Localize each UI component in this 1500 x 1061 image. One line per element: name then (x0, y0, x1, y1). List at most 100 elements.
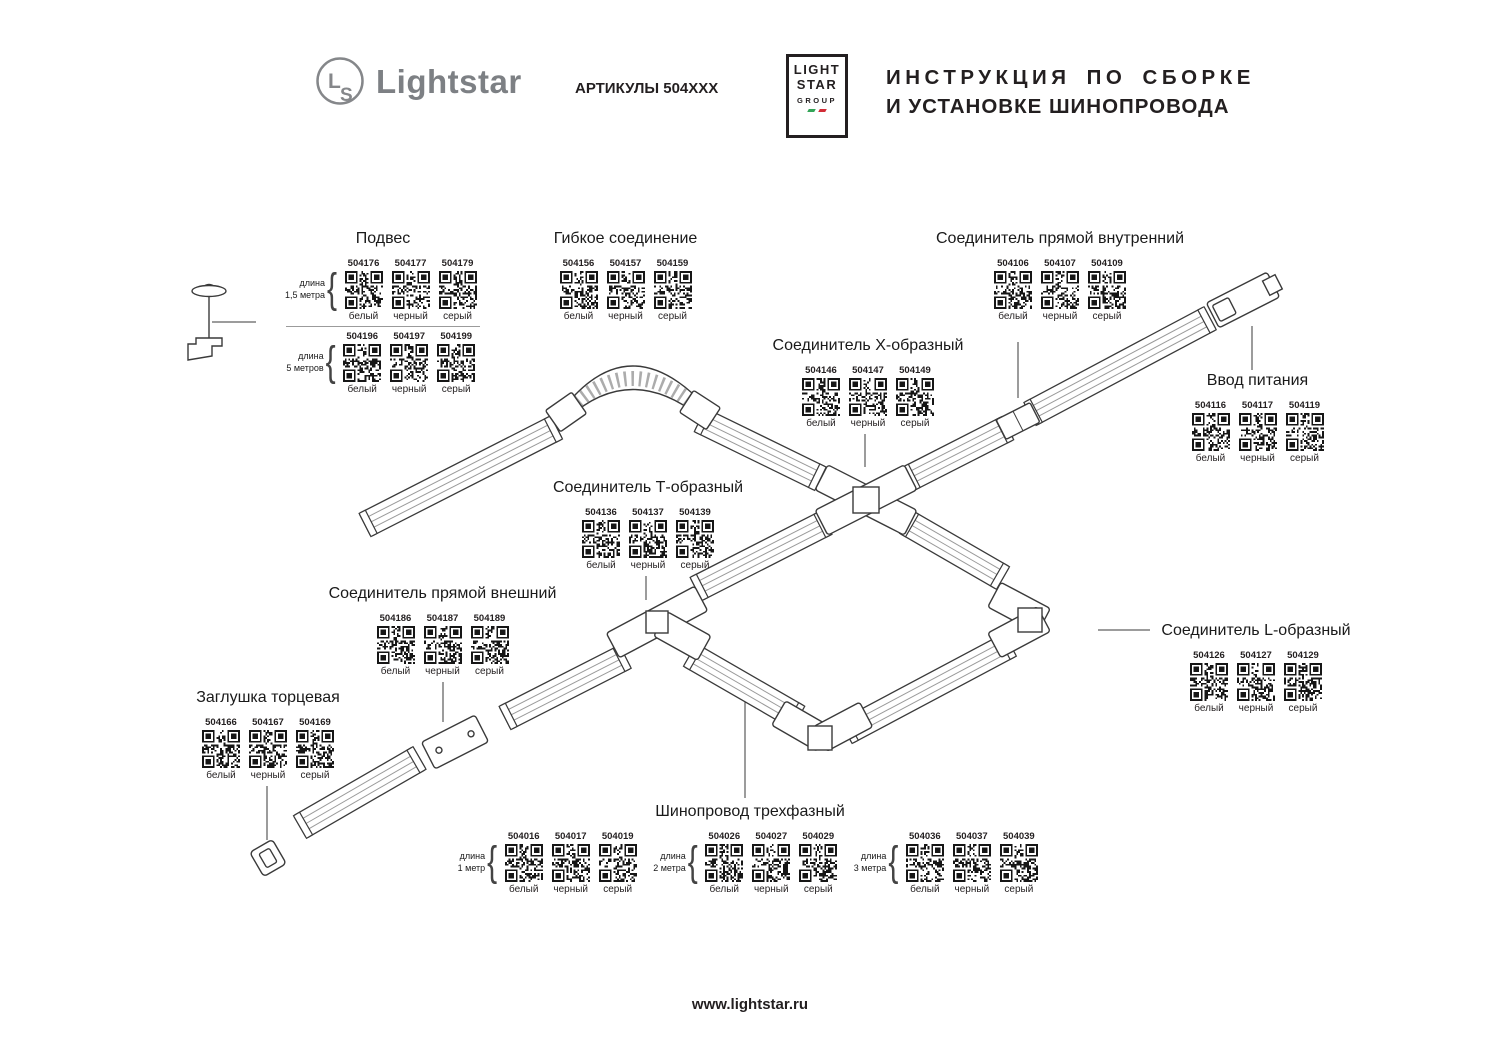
qr-code (390, 344, 429, 382)
color-label: серый (900, 418, 930, 429)
qr-code (551, 844, 590, 882)
article-number: 504107 (1044, 258, 1076, 269)
qr-code (1285, 413, 1324, 451)
article-number: 504036 (909, 831, 941, 842)
t-connector-illustration (606, 586, 711, 661)
color-label: серый (1004, 884, 1034, 895)
color-label: белый (910, 884, 940, 895)
color-label: белый (348, 311, 379, 322)
article-number: 504156 (562, 258, 595, 269)
color-label: серый (1288, 703, 1318, 714)
brace-glyph: { (487, 839, 498, 886)
article-number: 504037 (956, 831, 988, 842)
color-label: черный (250, 770, 286, 781)
color-label: черный (954, 884, 990, 895)
color-label: серый (300, 770, 330, 781)
color-label: белый (806, 418, 836, 429)
color-label: белый (709, 884, 739, 895)
page-title-line-2: И УСТАНОВКЕ ШИНОПРОВОДА (886, 95, 1230, 118)
article-number: 504186 (379, 613, 412, 624)
qr-code (296, 730, 334, 768)
qr-code (391, 271, 430, 309)
group-title: Соединитель X-образный (772, 337, 964, 354)
straight-inner-connector-illustration (996, 402, 1040, 440)
article-number: 504187 (426, 613, 459, 624)
qr-code (994, 271, 1032, 309)
qr-code (559, 271, 598, 309)
footer-link[interactable]: www.lightstar.ru (691, 996, 809, 1013)
track-rail-illustration (498, 644, 632, 731)
brace-glyph: { (687, 839, 698, 886)
brace-glyph: { (327, 266, 338, 313)
color-label: серый (475, 666, 504, 677)
color-label: белый (380, 666, 411, 677)
qr-code (705, 844, 744, 882)
brand-wordmark: Lightstar (376, 63, 522, 100)
article-number: 504157 (609, 258, 642, 269)
qr-code (1284, 663, 1322, 701)
qr-code (849, 378, 887, 416)
qr-item: 504037 черный (948, 831, 995, 895)
color-label: серый (1290, 453, 1319, 464)
qr-code (437, 344, 476, 382)
article-number: 504136 (585, 507, 617, 518)
article-number: 504196 (346, 331, 379, 342)
article-number: 504197 (393, 331, 426, 342)
article-number: 504117 (1241, 400, 1274, 411)
color-label: черный (608, 311, 643, 322)
color-label: черный (630, 560, 666, 571)
qr-code (905, 844, 944, 882)
track-rail-illustration (358, 415, 564, 538)
qr-code (752, 844, 791, 882)
qr-code (249, 730, 287, 768)
color-label: белый (347, 384, 377, 395)
logo-line-2: STAR (796, 76, 838, 92)
color-label: черный (850, 418, 886, 429)
svg-text:S: S (340, 85, 353, 106)
qr-code (343, 344, 382, 382)
color-label: черный (1238, 703, 1274, 714)
qr-code (896, 378, 934, 416)
qr-item: 504036 белый (901, 831, 948, 895)
qr-code (952, 844, 991, 882)
article-number: 504179 (441, 258, 474, 269)
article-number: 504017 (554, 831, 587, 842)
x-connector-illustration (815, 465, 917, 535)
color-label: черный (753, 884, 789, 895)
qr-code (438, 271, 477, 309)
brace-glyph: { (888, 839, 899, 886)
qr-code (799, 844, 838, 882)
page-title: ИНСТРУКЦИЯ ПО СБОРКЕ И УСТАНОВКЕ ШИНОПРО… (886, 66, 1255, 119)
straight-outer-connector-illustration (421, 715, 489, 769)
qr-code (504, 844, 543, 882)
